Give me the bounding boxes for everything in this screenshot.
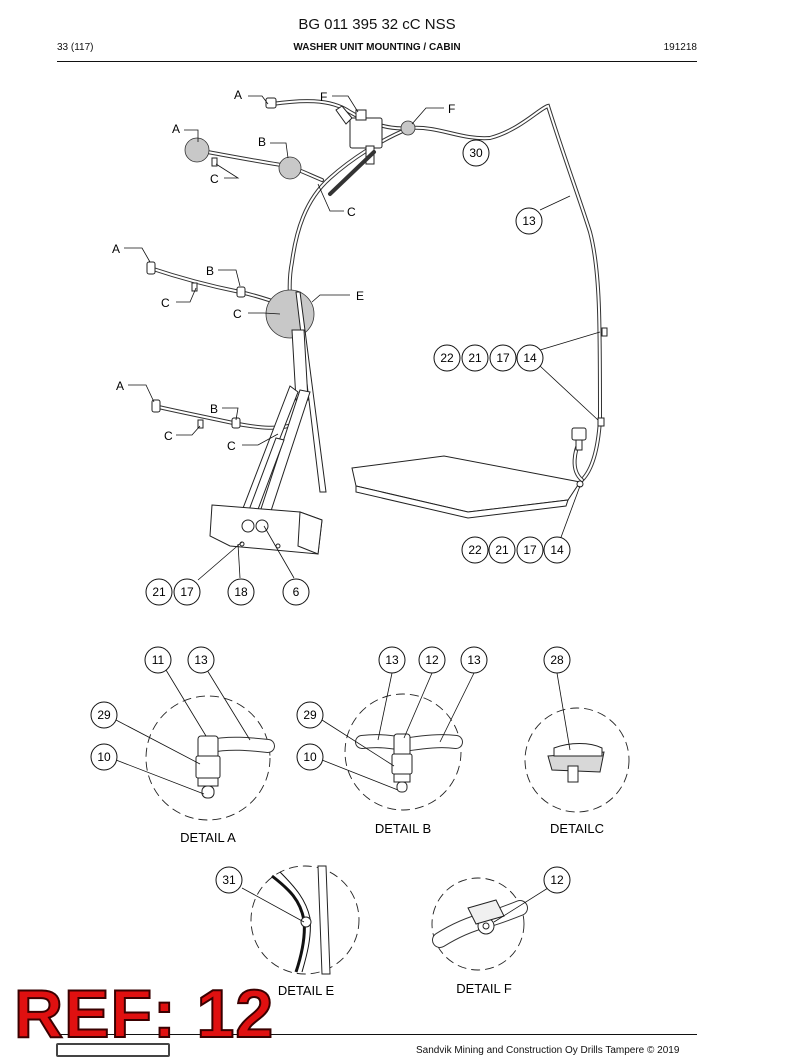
balloon-11: 11 (144, 646, 172, 674)
wiper-arms (239, 291, 327, 521)
balloon-29-detail-b: 29 (296, 701, 324, 729)
callout-c-3: C (161, 296, 170, 310)
balloon-17-lower: 17 (516, 536, 544, 564)
callout-b-1: B (258, 135, 266, 149)
callout-a-4: A (116, 379, 124, 393)
svg-text:21: 21 (468, 351, 482, 365)
svg-text:10: 10 (303, 750, 317, 764)
callout-a-3: A (112, 242, 120, 256)
svg-text:21: 21 (152, 585, 166, 599)
balloon-17-upper: 17 (489, 344, 517, 372)
balloon-17-motor: 17 (173, 578, 201, 606)
detail-a-caption: DETAIL A (180, 830, 236, 845)
svg-text:10: 10 (97, 750, 111, 764)
balloon-10-detail-a: 10 (90, 743, 118, 771)
callout-f-2: F (448, 102, 455, 116)
balloon-22-lower: 22 (461, 536, 489, 564)
svg-text:22: 22 (468, 543, 482, 557)
balloon-13-detail-b-left: 13 (378, 646, 406, 674)
balloon-6: 6 (282, 578, 310, 606)
svg-text:14: 14 (523, 351, 537, 365)
balloon-12-detail-f: 12 (543, 866, 571, 894)
footer-copyright: Sandvik Mining and Construction Oy Drill… (416, 1045, 680, 1056)
balloon-14-upper: 14 (516, 344, 544, 372)
svg-text:12: 12 (550, 873, 564, 887)
callout-f-1: F (320, 90, 327, 104)
svg-text:17: 17 (180, 585, 194, 599)
svg-text:29: 29 (97, 708, 111, 722)
leader-lines (124, 95, 601, 581)
svg-text:13: 13 (385, 653, 399, 667)
svg-text:30: 30 (469, 146, 483, 160)
svg-text:13: 13 (467, 653, 481, 667)
svg-text:11: 11 (152, 653, 165, 667)
svg-text:13: 13 (522, 214, 536, 228)
detail-b-caption: DETAIL B (375, 821, 431, 836)
callout-a-1: A (234, 88, 242, 102)
balloon-13-main: 13 (515, 207, 543, 235)
balloon-12-detail-b: 12 (418, 646, 446, 674)
balloon-13-detail-a: 13 (187, 646, 215, 674)
balloon-21-upper: 21 (461, 344, 489, 372)
detail-e-caption: DETAIL E (278, 983, 335, 998)
detail-f: DETAIL F (431, 877, 549, 996)
callout-a-2: A (172, 122, 180, 136)
detail-b: DETAIL B (321, 672, 475, 836)
detail-f-caption: DETAIL F (456, 981, 512, 996)
balloons-main: 30 13 22 21 17 14 22 21 17 14 21 17 18 6 (145, 139, 571, 606)
balloons-details: 11 13 29 10 13 12 13 28 29 10 31 12 (90, 646, 571, 894)
svg-text:28: 28 (550, 653, 564, 667)
balloon-22-upper: 22 (433, 344, 461, 372)
detail-c-caption: DETAILC (550, 821, 604, 836)
letter-callouts: A A B C F F C A B C C E A B C C (112, 88, 455, 453)
svg-text:18: 18 (234, 585, 248, 599)
svg-text:21: 21 (495, 543, 509, 557)
detail-a: DETAIL A (115, 669, 275, 845)
detail-c: DETAILC (524, 672, 630, 836)
callout-b-3: B (210, 402, 218, 416)
document-date: 191218 (663, 42, 697, 53)
callout-c-2: C (347, 205, 356, 219)
header-rule (57, 61, 697, 62)
svg-text:29: 29 (303, 708, 317, 722)
balloon-28: 28 (543, 646, 571, 674)
ref-stamp: REF: 12 (13, 976, 275, 1052)
callout-b-2: B (206, 264, 214, 278)
balloon-30: 30 (462, 139, 490, 167)
svg-text:13: 13 (194, 653, 208, 667)
footer-rule (57, 1034, 697, 1035)
svg-text:6: 6 (293, 585, 300, 599)
svg-text:31: 31 (222, 873, 236, 887)
svg-text:22: 22 (440, 351, 454, 365)
nozzles (146, 97, 608, 429)
callout-c-4: C (233, 307, 242, 321)
balloon-14-lower: 14 (543, 536, 571, 564)
balloon-13-detail-b-right: 13 (460, 646, 488, 674)
balloon-29-detail-a: 29 (90, 701, 118, 729)
callout-c-6: C (227, 439, 236, 453)
svg-text:14: 14 (550, 543, 564, 557)
washer-reservoir (351, 427, 587, 519)
callout-c-5: C (164, 429, 173, 443)
svg-text:17: 17 (523, 543, 537, 557)
balloon-10-detail-b: 10 (296, 743, 324, 771)
washer-pump (328, 105, 383, 196)
callout-e: E (356, 289, 364, 303)
section-title: WASHER UNIT MOUNTING / CABIN (293, 42, 461, 53)
svg-text:12: 12 (425, 653, 439, 667)
balloon-18: 18 (227, 578, 255, 606)
document-title: BG 011 395 32 cC NSS (298, 16, 456, 33)
svg-text:17: 17 (496, 351, 510, 365)
callout-c-1: C (210, 172, 219, 186)
page-number: 33 (117) (57, 42, 94, 53)
detail-e: DETAIL E (241, 865, 360, 998)
balloon-21-motor: 21 (145, 578, 173, 606)
balloon-21-lower: 21 (488, 536, 516, 564)
balloon-31: 31 (215, 866, 243, 894)
